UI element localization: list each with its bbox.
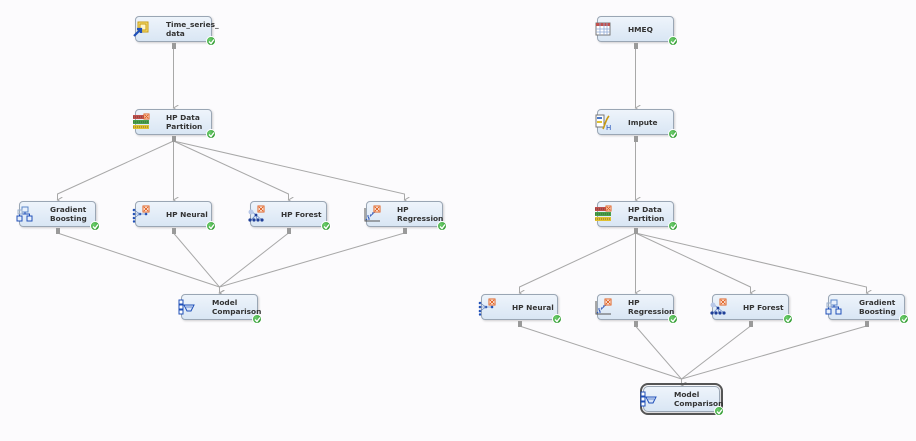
node-gradient-boosting[interactable]: Gradient Boosting	[825, 294, 909, 324]
node-label: Gradient Boosting	[50, 205, 87, 223]
connection-L3-L7[interactable]	[57, 232, 220, 293]
status-completed-icon	[206, 221, 216, 231]
regression-icon	[594, 298, 612, 316]
status-completed-icon	[206, 36, 216, 46]
output-port[interactable]	[55, 228, 60, 234]
node-label: HP Forest	[743, 302, 784, 312]
impute-icon: H	[594, 113, 612, 132]
connection-R3-R4[interactable]	[520, 232, 636, 293]
gradient-boosting-icon	[16, 205, 34, 223]
node-label: HP Regression	[397, 205, 444, 223]
data-partition-icon	[132, 113, 150, 131]
model-comparison-icon	[178, 298, 196, 316]
node-hp-data-partition[interactable]: HP Data Partition	[132, 109, 216, 139]
model-comparison-icon	[640, 390, 658, 408]
node-label: HP Neural	[166, 209, 208, 219]
status-completed-icon	[437, 221, 447, 231]
neural-network-icon	[478, 298, 496, 316]
node-hp-neural[interactable]: HP Neural	[132, 201, 216, 231]
forest-icon	[709, 298, 727, 316]
status-completed-icon	[668, 314, 678, 324]
output-port[interactable]	[748, 321, 753, 327]
node-label: HMEQ	[628, 24, 653, 34]
connection-L4-L7[interactable]	[173, 232, 220, 293]
output-port[interactable]	[633, 228, 638, 234]
node-label: HP Forest	[281, 209, 322, 219]
gradient-boosting-icon	[825, 298, 843, 316]
data-table-icon	[594, 20, 612, 38]
connection-R3-R6[interactable]	[635, 232, 751, 293]
node-gradient-boosting[interactable]: Gradient Boosting	[16, 201, 100, 231]
output-port[interactable]	[402, 228, 407, 234]
output-port[interactable]	[171, 136, 176, 142]
output-port[interactable]	[864, 321, 869, 327]
node-hp-regression[interactable]: HP Regression	[363, 201, 447, 231]
forest-icon	[247, 205, 265, 223]
connection-R7-R8[interactable]	[682, 325, 867, 385]
node-label: HP Data Partition	[166, 113, 203, 131]
status-completed-icon	[714, 406, 724, 416]
svg-text:H: H	[606, 124, 611, 131]
status-completed-icon	[783, 314, 793, 324]
node-label: Gradient Boosting	[859, 298, 896, 316]
connection-R5-R8[interactable]	[635, 325, 682, 385]
node-label: Impute	[628, 117, 658, 127]
output-port[interactable]	[633, 43, 638, 49]
neural-network-icon	[132, 205, 150, 223]
connection-L6-L7[interactable]	[220, 232, 405, 293]
status-completed-icon	[321, 221, 331, 231]
data-source-icon	[132, 20, 150, 38]
node-hp-forest[interactable]: HP Forest	[247, 201, 331, 231]
node-label: Time_series_ data	[166, 20, 219, 38]
node-hp-forest[interactable]: HP Forest	[709, 294, 793, 324]
node-time-series-data[interactable]: Time_series_ data	[132, 16, 219, 46]
data-partition-icon	[594, 205, 612, 223]
output-port[interactable]	[517, 321, 522, 327]
node-model-comparison[interactable]: Model Comparison	[178, 294, 262, 324]
status-completed-icon	[552, 314, 562, 324]
status-completed-icon	[668, 221, 678, 231]
connection-L2-L6[interactable]	[173, 140, 405, 200]
status-completed-icon	[252, 314, 262, 324]
output-port[interactable]	[286, 228, 291, 234]
node-label: HP Regression	[628, 298, 675, 316]
node-label: HP Neural	[512, 302, 554, 312]
node-model-comparison[interactable]: Model Comparison	[640, 383, 724, 416]
connection-L2-L5[interactable]	[173, 140, 289, 200]
node-hp-regression[interactable]: HP Regression	[594, 294, 678, 324]
regression-icon	[363, 205, 381, 223]
node-impute[interactable]: H Impute	[594, 109, 678, 139]
node-hp-neural[interactable]: HP Neural	[478, 294, 562, 324]
node-label: Model Comparison	[674, 390, 724, 408]
output-port[interactable]	[171, 228, 176, 234]
node-label: HP Data Partition	[628, 205, 665, 223]
status-completed-icon	[668, 36, 678, 46]
connection-R4-R8[interactable]	[519, 325, 682, 385]
status-completed-icon	[899, 314, 909, 324]
connection-R3-R7[interactable]	[635, 232, 867, 293]
status-completed-icon	[668, 129, 678, 139]
node-hp-data-partition[interactable]: HP Data Partition	[594, 201, 678, 231]
node-label: Model Comparison	[212, 298, 262, 316]
output-port[interactable]	[171, 43, 176, 49]
connection-L2-L3[interactable]	[58, 140, 174, 200]
output-port[interactable]	[633, 321, 638, 327]
node-hmeq[interactable]: HMEQ	[594, 16, 678, 46]
output-port[interactable]	[633, 136, 638, 142]
status-completed-icon	[206, 129, 216, 139]
status-completed-icon	[90, 221, 100, 231]
